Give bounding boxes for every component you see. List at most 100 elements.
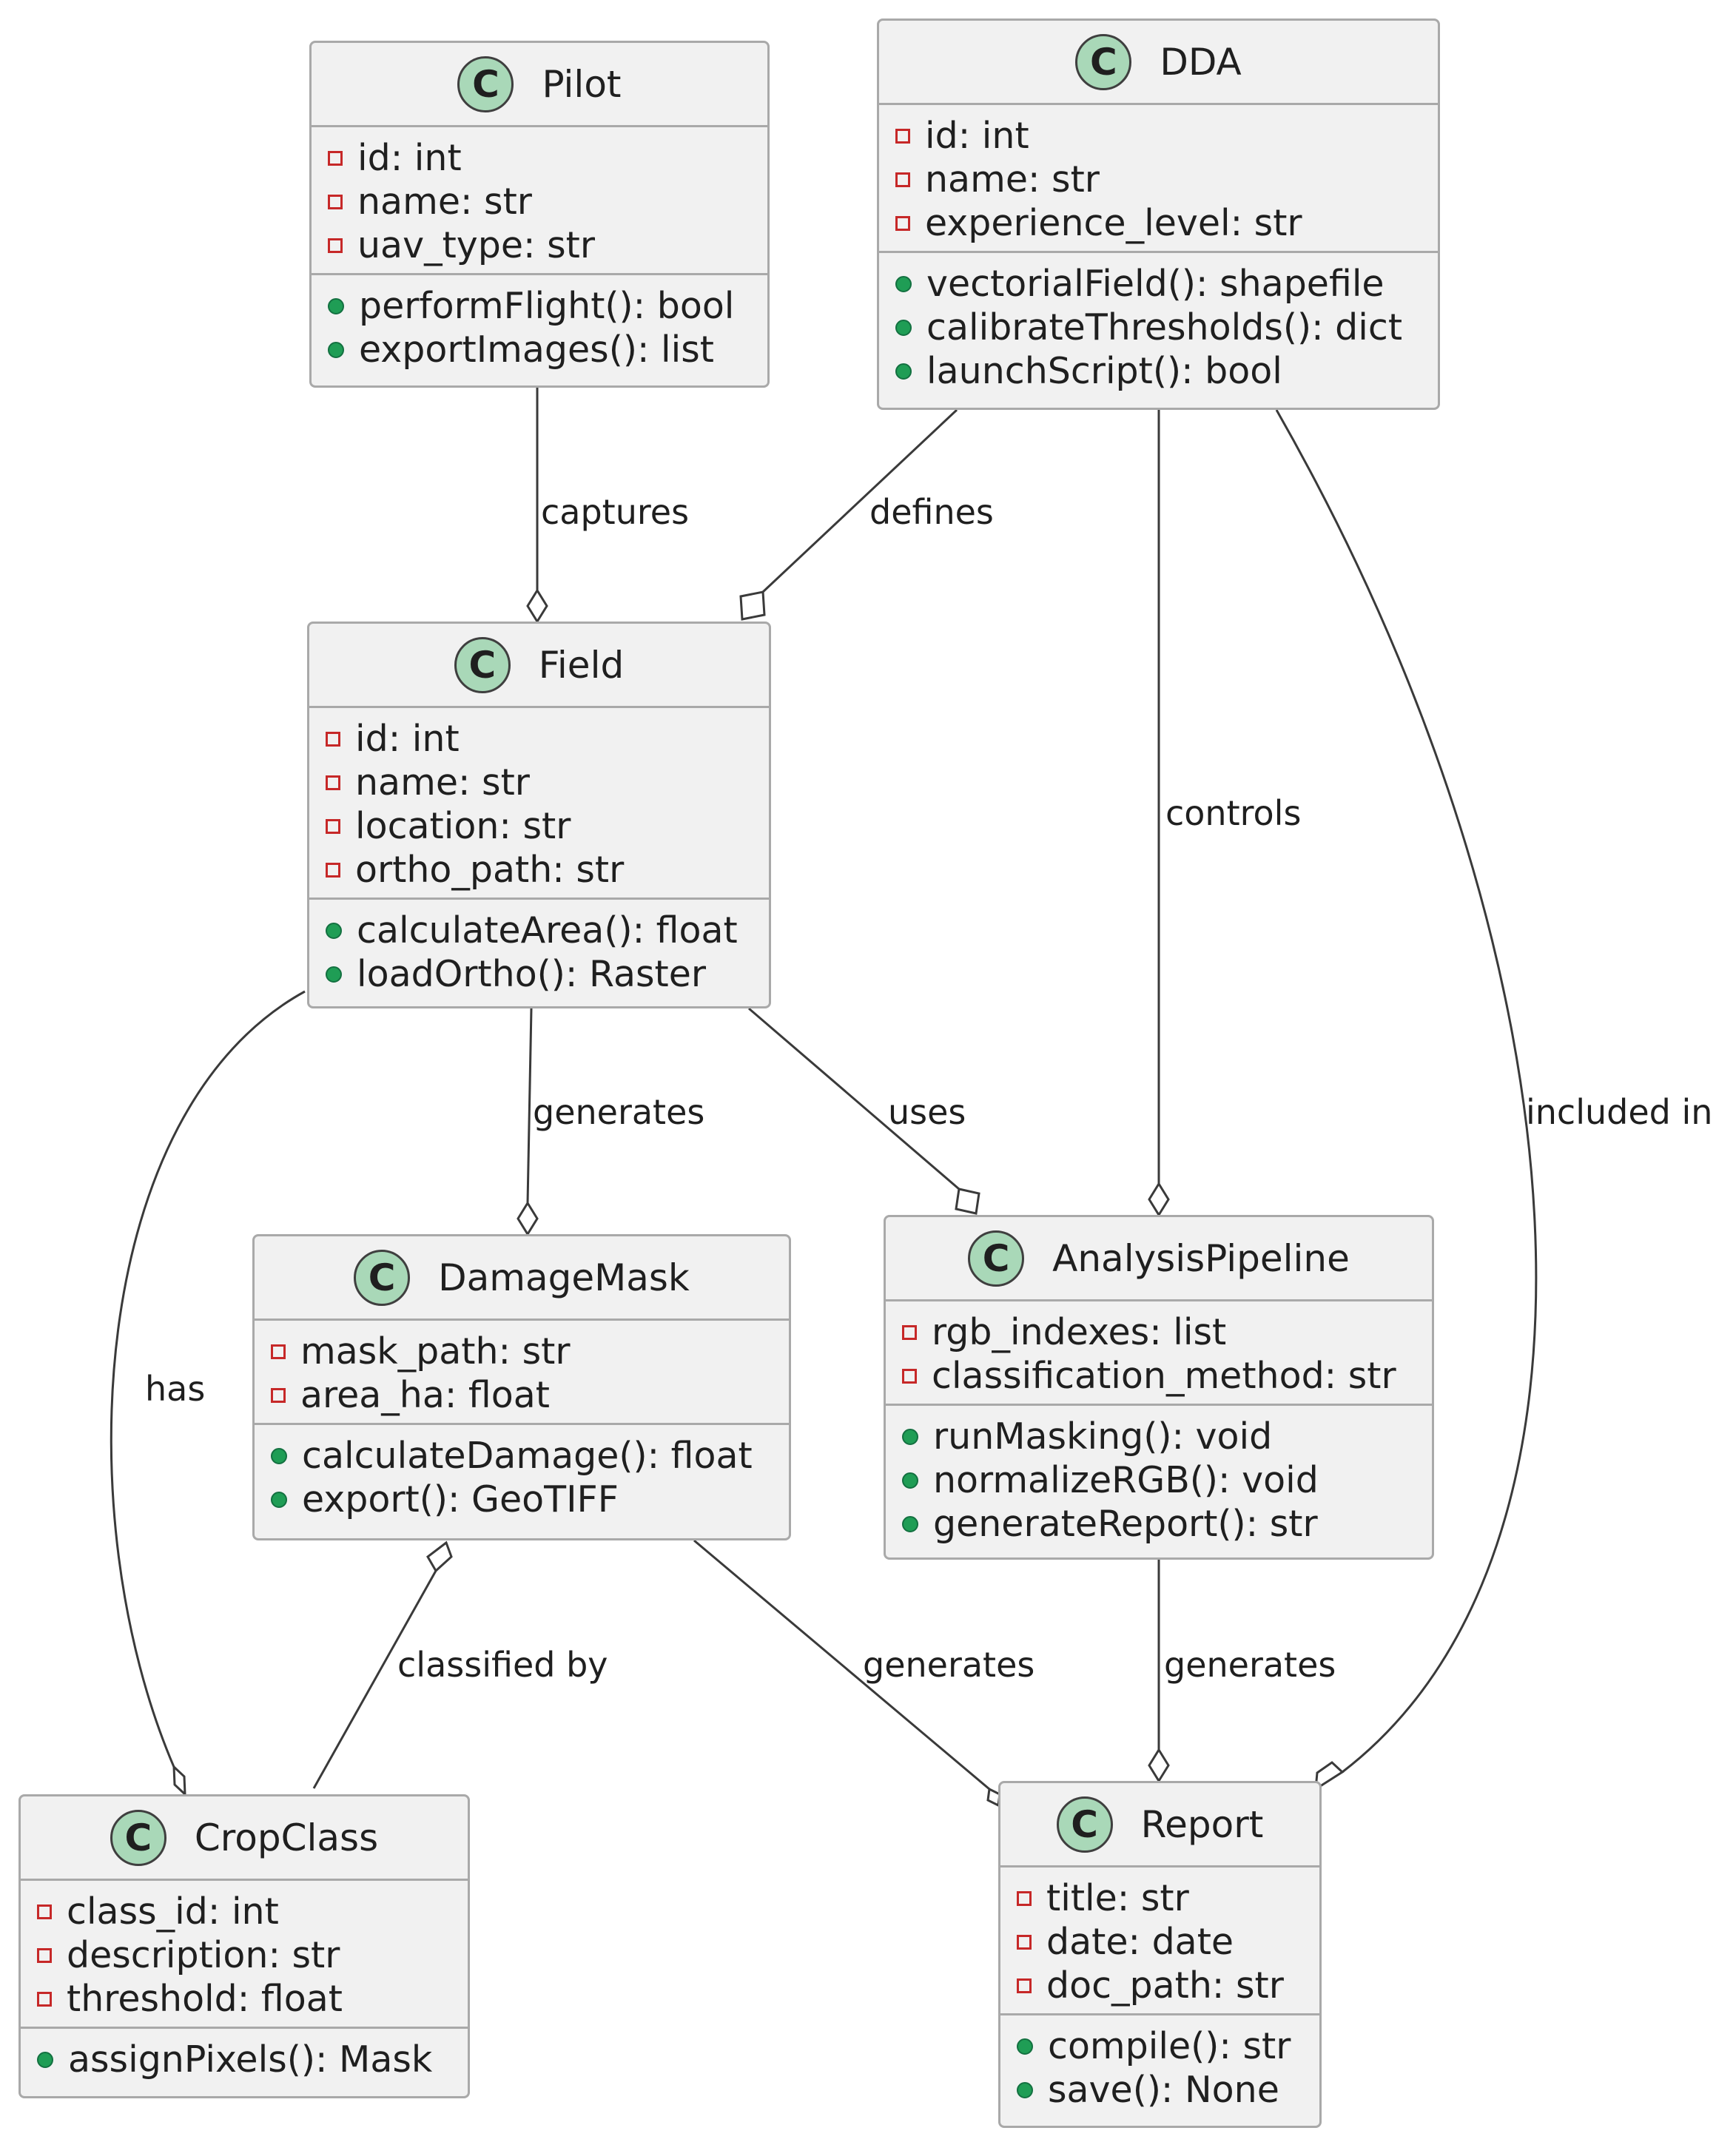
attribute-text: name: str [355,761,530,804]
private-marker-icon [895,172,910,187]
class-report[interactable]: C Report title: str date: date doc_path:… [998,1781,1322,2128]
attribute-row: name: str [309,761,769,804]
method-text: loadOrtho(): Raster [357,953,707,995]
class-field[interactable]: C Field id: int name: str location: str … [307,622,771,1008]
private-marker-icon [37,1947,52,1963]
attribute-text: name: str [357,181,532,223]
attribute-row: id: int [309,717,769,761]
attributes-section: id: int name: str uav_type: str [312,127,767,273]
public-marker-icon [326,966,342,983]
method-row: calculateDamage(): float [255,1434,789,1478]
class-header: C Pilot [312,43,767,127]
edge-field-cropclass [110,990,306,1768]
attribute-row: description: str [21,1933,468,1977]
label-generates-report-pipeline: generates [1164,1645,1336,1685]
diamond-pipeline-dda [1148,1182,1170,1217]
class-name: AnalysisPipeline [1052,1236,1350,1280]
method-text: generateReport(): str [933,1503,1318,1545]
class-badge-icon: C [1056,1796,1113,1853]
edge-dda-field [761,408,958,593]
public-marker-icon [1017,2081,1033,2098]
method-row: normalizeRGB(): void [886,1458,1432,1502]
methods-section: performFlight(): bool exportImages(): li… [312,273,767,377]
public-marker-icon [328,297,344,314]
private-marker-icon [1017,1890,1032,1906]
class-badge-icon: C [110,1809,166,1866]
method-row: assignPixels(): Mask [21,2038,468,2081]
attribute-text: id: int [357,137,462,179]
method-row: performFlight(): bool [312,284,767,328]
attribute-text: location: str [355,805,571,847]
private-marker-icon [328,194,343,209]
class-cropclass[interactable]: C CropClass class_id: int description: s… [18,1794,470,2098]
attribute-row: threshold: float [21,1977,468,2021]
attribute-row: date: date [1000,1920,1319,1964]
attribute-text: id: int [925,115,1029,157]
diamond-field-dda [739,590,766,621]
public-marker-icon [326,922,342,939]
method-text: calculateDamage(): float [302,1435,753,1477]
label-captures: captures [541,492,690,532]
private-marker-icon [271,1387,286,1403]
class-header: C DamageMask [255,1236,789,1321]
method-text: compile(): str [1048,2025,1291,2067]
label-classified-by: classified by [397,1645,608,1685]
diamond-damagemask-cropclass [426,1540,453,1573]
diamond-field-pilot [526,588,548,624]
private-marker-icon [328,150,343,166]
diamond-pipeline-field [955,1188,980,1215]
diamond-report-dda [1314,1761,1345,1791]
attributes-section: mask_path: str area_ha: float [255,1321,789,1423]
method-text: exportImages(): list [359,329,714,371]
class-analysispipeline[interactable]: C AnalysisPipeline rgb_indexes: list cla… [884,1215,1434,1560]
private-marker-icon [271,1344,286,1359]
public-marker-icon [271,1447,287,1464]
attribute-row: area_ha: float [255,1373,789,1417]
method-text: normalizeRGB(): void [933,1459,1319,1501]
attribute-text: classification_method: str [932,1355,1396,1397]
public-marker-icon [895,363,912,380]
method-text: runMasking(): void [933,1415,1273,1458]
methods-section: compile(): str save(): None [1000,2013,1319,2118]
class-header: C Report [1000,1783,1319,1867]
method-text: export(): GeoTIFF [302,1478,619,1520]
label-generates-damagemask: generates [533,1092,705,1132]
attribute-text: experience_level: str [925,202,1302,244]
attribute-row: uav_type: str [312,223,767,267]
private-marker-icon [326,775,340,790]
edge-dda-report [1275,409,1538,1774]
public-marker-icon [895,275,912,292]
attributes-section: title: str date: date doc_path: str [1000,1867,1319,2013]
class-header: C AnalysisPipeline [886,1217,1432,1301]
class-pilot[interactable]: C Pilot id: int name: str uav_type: str … [309,41,770,388]
attribute-text: rgb_indexes: list [932,1311,1227,1353]
public-marker-icon [902,1428,918,1445]
attribute-text: uav_type: str [357,224,596,266]
class-badge-icon: C [454,636,511,693]
methods-section: assignPixels(): Mask [21,2027,468,2087]
attribute-row: ortho_path: str [309,848,769,892]
methods-section: runMasking(): void normalizeRGB(): void … [886,1404,1432,1552]
attribute-row: id: int [879,114,1438,158]
methods-section: calculateArea(): float loadOrtho(): Rast… [309,897,769,1002]
class-name: Report [1140,1802,1264,1846]
method-row: runMasking(): void [886,1415,1432,1458]
method-text: assignPixels(): Mask [68,2038,433,2081]
label-uses: uses [888,1092,966,1132]
class-name: Field [538,643,625,687]
class-badge-icon: C [457,55,514,112]
public-marker-icon [1017,2038,1033,2055]
method-row: vectorialField(): shapefile [879,262,1438,306]
attribute-text: doc_path: str [1046,1964,1284,2007]
method-row: generateReport(): str [886,1502,1432,1546]
attributes-section: rgb_indexes: list classification_method:… [886,1301,1432,1404]
public-marker-icon [271,1491,287,1508]
attribute-row: doc_path: str [1000,1964,1319,2007]
method-row: calibrateThresholds(): dict [879,306,1438,349]
label-defines: defines [869,492,994,532]
class-damagemask[interactable]: C DamageMask mask_path: str area_ha: flo… [252,1234,791,1540]
private-marker-icon [328,238,343,253]
class-dda[interactable]: C DDA id: int name: str experience_level… [877,18,1440,410]
private-marker-icon [37,1904,52,1919]
